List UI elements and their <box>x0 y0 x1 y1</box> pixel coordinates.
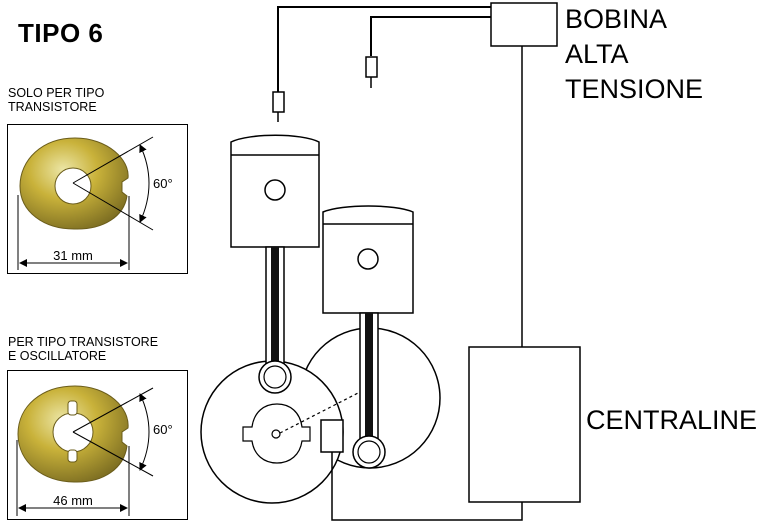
coil-label-line1: BOBINA <box>565 4 668 34</box>
ecu-label: CENTRALINE <box>586 405 758 435</box>
top-panel-caption: SOLO PER TIPO TRANSISTORE <box>8 86 104 114</box>
ground-wire <box>331 452 523 521</box>
connecting-rod-left <box>258 246 292 394</box>
rotor-top-angle-label: 60° <box>153 176 173 191</box>
ht-lead-1 <box>277 6 491 92</box>
rotor-bottom-angle-label: 60° <box>153 422 173 437</box>
spark-plug-cap-1 <box>272 91 285 122</box>
diagram-title: TIPO 6 <box>18 18 104 48</box>
ht-lead-2 <box>370 16 491 56</box>
pickup-sensor <box>320 419 344 453</box>
pickup-dashed-line <box>279 391 361 434</box>
rotor-bottom-width-label: 46 mm <box>53 493 93 508</box>
engine-rotor <box>242 403 311 464</box>
rotor-bottom-dimension <box>16 440 130 516</box>
rotor-bottom <box>17 385 129 483</box>
ht-coil-box <box>490 2 558 47</box>
rotor-bottom-angle-lines <box>72 387 154 477</box>
top-caption-line2: TRANSISTORE <box>8 100 97 114</box>
rotor-top-width-label: 31 mm <box>53 248 93 263</box>
spark-plug-cap-2 <box>365 56 378 88</box>
coil-label: BOBINA ALTA TENSIONE <box>565 2 703 107</box>
rotor-top-angle-lines <box>72 136 154 231</box>
cylinder-right <box>322 205 414 314</box>
cylinder-left <box>230 134 320 248</box>
rotor-top-dimension <box>17 195 130 270</box>
bottom-caption-line1: PER TIPO TRANSISTORE <box>8 335 159 349</box>
ecu-box <box>468 346 581 503</box>
bottom-panel-caption: PER TIPO TRANSISTORE E OSCILLATORE <box>8 335 158 363</box>
bottom-caption-line2: E OSCILLATORE <box>8 349 107 363</box>
connecting-rod-right <box>352 312 386 469</box>
coil-label-line2: ALTA <box>565 39 629 69</box>
coil-label-line3: TENSIONE <box>565 74 704 104</box>
top-caption-line1: SOLO PER TIPO <box>8 86 105 100</box>
